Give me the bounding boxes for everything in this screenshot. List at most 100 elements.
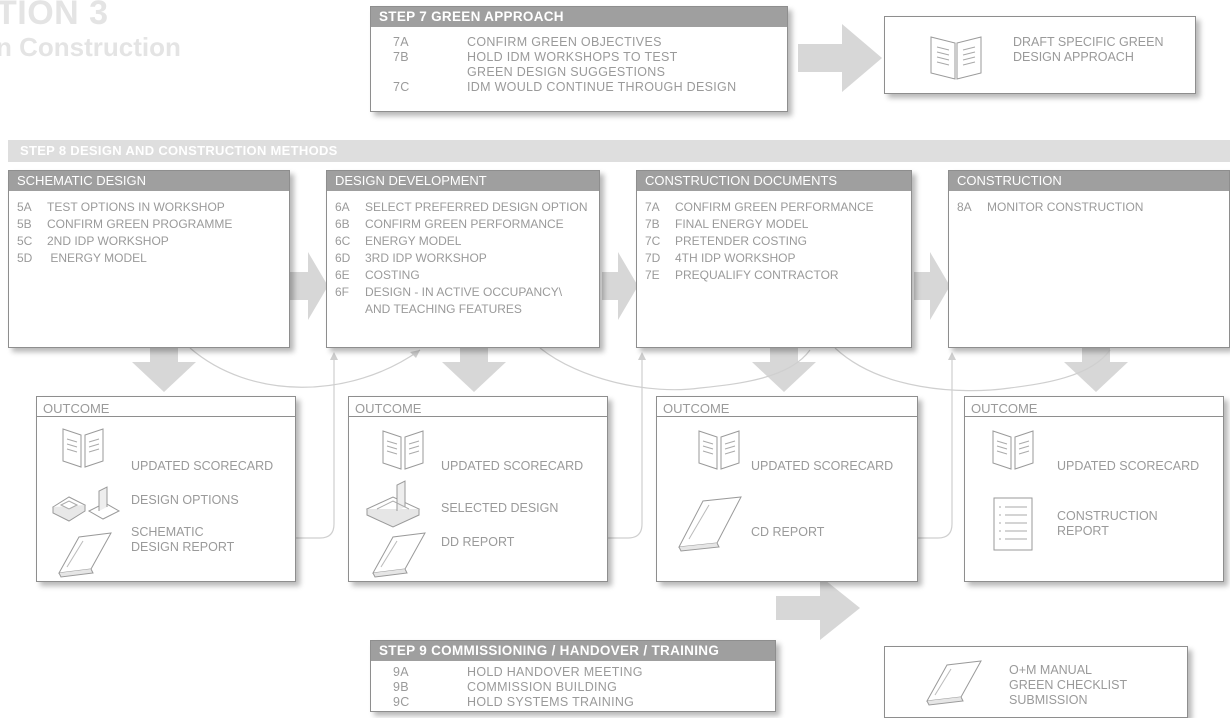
section-title: TION 3 [0, 0, 109, 32]
task-text: 4TH IDP WORKSHOP [675, 251, 796, 265]
task-text: MONITOR CONSTRUCTION [987, 200, 1144, 214]
step8-banner: STEP 8 DESIGN AND CONSTRUCTION METHODS [8, 140, 1230, 162]
checklist-document-icon [993, 497, 1033, 551]
outcome-design-development: OUTCOME UPDATED SCORECARD SELECTED DESIG… [348, 396, 608, 582]
task-text: PRETENDER COSTING [675, 234, 808, 248]
outcome-item: SELECTED DESIGN [441, 501, 559, 515]
task-code: 7D [645, 251, 661, 265]
task-row: 9B COMMISSION BUILDING [371, 680, 775, 695]
stage-arrow-2 [602, 252, 638, 320]
task-code: 7A [393, 35, 409, 49]
task-text: PREQUALIFY CONTRACTOR [675, 268, 839, 282]
connector-2 [608, 356, 643, 539]
outcome-title: OUTCOME [657, 397, 917, 417]
step8-banner-label: STEP 8 DESIGN AND CONSTRUCTION METHODS [20, 143, 338, 158]
task-code: 6A [335, 200, 350, 214]
step7-arrow [798, 24, 882, 92]
task-text: HOLD HANDOVER MEETING [467, 665, 643, 679]
task-text: HOLD SYSTEMS TRAINING [467, 695, 635, 709]
down-arrow-1 [132, 348, 196, 392]
task-code: 9B [393, 680, 409, 694]
task-text: SELECT PREFERRED DESIGN OPTION [365, 200, 588, 214]
task-code: 5A [17, 200, 32, 214]
task-row: 6E COSTING [327, 267, 599, 284]
task-code: 6B [335, 217, 350, 231]
task-text: 2ND IDP WORKSHOP [47, 234, 169, 248]
stage-title: DESIGN DEVELOPMENT [327, 171, 599, 191]
stage-task-list: 5A TEST OPTIONS IN WORKSHOP 5B CONFIRM GREE… [9, 191, 289, 267]
step7-result-box: DRAFT SPECIFIC GREEN DESIGN APPROACH [884, 16, 1196, 94]
open-book-icon [62, 428, 104, 468]
open-book-icon [382, 430, 424, 470]
stage-title: CONSTRUCTION DOCUMENTS [637, 171, 911, 191]
task-row: 6D 3RD IDP WORKSHOP [327, 250, 599, 267]
outcome-item: UPDATED SCORECARD [1057, 459, 1200, 473]
task-text: TEST OPTIONS IN WORKSHOP [47, 200, 225, 214]
stage-title: CONSTRUCTION [949, 171, 1229, 191]
task-code: 6E [335, 268, 350, 282]
step9-box: STEP 9 COMMISSIONING / HANDOVER / TRAINI… [370, 640, 776, 712]
task-text: CONFIRM GREEN PROGRAMME [47, 217, 233, 231]
task-code: 5B [17, 217, 32, 231]
report-book-icon [926, 660, 982, 706]
task-text: CONFIRM GREEN PERFORMANCE [675, 200, 874, 214]
task-row: 5B CONFIRM GREEN PROGRAMME [9, 216, 289, 233]
stage-arrow-1 [290, 252, 328, 320]
down-arrow-2 [442, 348, 506, 392]
outcome-item: DD REPORT [441, 535, 515, 549]
task-code: 5D [17, 251, 33, 265]
task-text: DESIGN - IN ACTIVE OCCUPANCY\ [365, 285, 563, 299]
task-text: FINAL ENERGY MODEL [675, 217, 809, 231]
curve-2 [539, 347, 811, 391]
task-code: 9C [393, 695, 410, 709]
report-book-icon [678, 496, 742, 552]
task-text: HOLD IDM WORKSHOPS TO TEST [467, 50, 678, 64]
curve-1 [189, 347, 421, 388]
step7-result-label: DRAFT SPECIFIC GREEN DESIGN APPROACH [1013, 35, 1164, 64]
task-text: ENERGY MODEL [47, 251, 147, 265]
step9-result-label: O+M MANUAL GREEN CHECKLIST SUBMISSION [1009, 663, 1128, 707]
task-row: GREEN DESIGN SUGGESTIONS [371, 65, 787, 80]
task-code: 7A [645, 200, 660, 214]
task-code: 7C [393, 80, 410, 94]
outcome-schematic-design: OUTCOME UPDATED SCORECARD DESIGN OPTIONS… [36, 396, 296, 582]
connector-3 [918, 356, 953, 539]
task-text: COSTING [365, 268, 420, 282]
task-text: CONFIRM GREEN PERFORMANCE [365, 217, 564, 231]
task-text: ENERGY MODEL [365, 234, 462, 248]
stage-construction-documents: CONSTRUCTION DOCUMENTS 7A CONFIRM GREEN P… [636, 170, 912, 348]
curve-3 [834, 347, 1111, 392]
task-row: 5A TEST OPTIONS IN WORKSHOP [9, 199, 289, 216]
task-text: 3RD IDP WORKSHOP [365, 251, 487, 265]
outcome-item: SCHEMATIC DESIGN REPORT [131, 525, 235, 554]
outcome-item: UPDATED SCORECARD [441, 459, 584, 473]
outcome-item: CD REPORT [751, 525, 825, 539]
open-book-icon [930, 36, 982, 80]
task-row: 7A CONFIRM GREEN PERFORMANCE [637, 199, 911, 216]
stage-design-development: DESIGN DEVELOPMENT 6A SELECT PREFERRED DE… [326, 170, 600, 348]
outcome-title: OUTCOME [965, 397, 1223, 417]
task-text: IDM WOULD CONTINUE THROUGH DESIGN [467, 80, 737, 94]
task-row: 7D 4TH IDP WORKSHOP [637, 250, 911, 267]
task-text: GREEN DESIGN SUGGESTIONS [467, 65, 666, 79]
task-text: COMMISSION BUILDING [467, 680, 618, 694]
task-code: 7E [645, 268, 660, 282]
down-arrow-4 [1064, 348, 1128, 392]
open-book-icon [698, 430, 740, 470]
task-code: 5C [17, 234, 33, 248]
task-row: 7B HOLD IDM WORKSHOPS TO TEST [371, 50, 787, 65]
task-code: 6D [335, 251, 351, 265]
outcome-item: DESIGN OPTIONS [131, 493, 239, 507]
task-code: 7B [393, 50, 409, 64]
